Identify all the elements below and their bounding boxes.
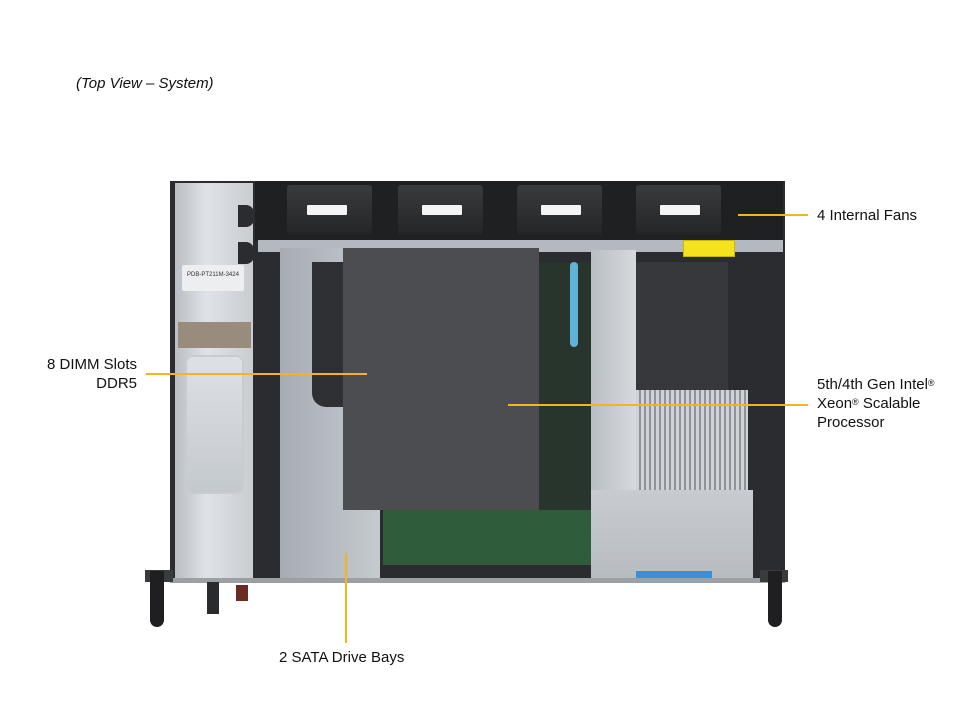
air-shroud-lower [383, 390, 539, 512]
fan-barcode-label [541, 205, 581, 215]
sata-cable [570, 262, 578, 347]
psu-notch [238, 242, 254, 264]
dimm-callout-line2: DDR5 [96, 375, 137, 392]
cpu-label-text: Xeon [817, 395, 853, 412]
dimm-callout-line1: 8 DIMM Slots [46, 356, 137, 373]
front-panel-edge [170, 578, 785, 583]
cpu-callout-label: 5th/4th Gen Intel® Xeon® Scalable Proces… [817, 375, 935, 432]
riser-bracket-base [591, 490, 753, 578]
psu-handle [207, 582, 219, 614]
psu-label: PDB-PT211M-3424 [182, 265, 244, 291]
fan-barcode-label [422, 205, 462, 215]
blue-release-tab [636, 571, 712, 579]
fan-barcode-label [660, 205, 700, 215]
psu-notch [238, 205, 254, 227]
sata-callout-label: 2 SATA Drive Bays [279, 649, 405, 666]
psu-release-latch [236, 585, 248, 601]
sata-callout-line [345, 553, 347, 643]
dimm-callout-line [146, 373, 367, 375]
figure-caption: (Top View – System) [76, 75, 214, 92]
riser-card-area [636, 262, 728, 390]
fan-barcode-label [307, 205, 347, 215]
psu-panel [185, 355, 244, 494]
registered-mark: ® [927, 378, 935, 388]
dimm-callout-label: 8 DIMM Slots DDR5 [20, 355, 137, 393]
handle-right [768, 571, 782, 627]
psu-model-text: PDB-PT211M-3424 [187, 272, 239, 278]
fans-callout-line [738, 214, 808, 216]
motherboard-area [539, 262, 591, 512]
cpu-label-text: Processor [817, 414, 885, 431]
warning-label-icon [683, 240, 735, 257]
handle-left [150, 571, 164, 627]
motherboard [383, 510, 593, 565]
heatsink [636, 390, 748, 490]
fans-callout-label: 4 Internal Fans [817, 207, 918, 224]
registered-mark: ® [852, 397, 859, 407]
cpu-label-text: 5th/4th Gen Intel [817, 376, 928, 393]
cpu-callout-line [508, 404, 808, 406]
psu-pull-tab [178, 322, 251, 348]
cpu-label-text: Scalable [858, 395, 921, 412]
